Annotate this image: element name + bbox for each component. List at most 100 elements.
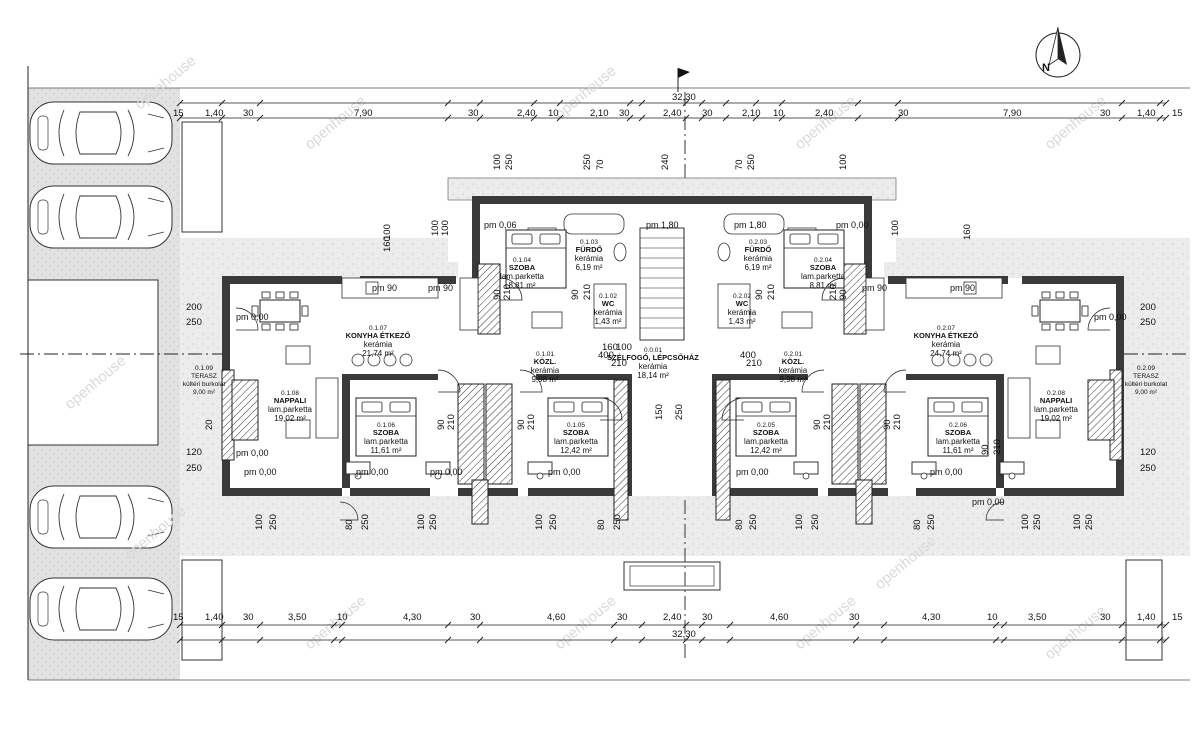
room-material: kerámia: [364, 340, 393, 349]
room-name: FÜRDŐ: [576, 245, 603, 254]
door-swing: [235, 307, 259, 331]
dimension-label: 210: [446, 414, 457, 430]
dimension-label: 3,50: [288, 612, 307, 623]
dimension-label: 2,10: [590, 108, 609, 119]
room-name: SZÉLFOGÓ, LÉPCSŐHÁZ: [607, 353, 699, 362]
room-material: kerámia: [728, 308, 757, 317]
dimension-tick: [1162, 114, 1170, 122]
terrace-id: 0.2.09: [1137, 365, 1155, 372]
dimension-tick: [638, 621, 646, 629]
dimension-label: 210: [502, 284, 513, 300]
dimension-label: 100: [616, 342, 632, 353]
room-area: 1,43 m²: [728, 317, 755, 326]
door-swing: [499, 277, 523, 301]
room-id: 0.2.01: [784, 351, 802, 358]
dimension-label: 250: [1084, 514, 1095, 530]
dimension-label: 1,40: [1137, 612, 1156, 623]
room-id: 0.1.07: [369, 325, 387, 332]
dimension-tick: [1118, 114, 1126, 122]
room-area: 11,61 m²: [371, 446, 402, 455]
svg-text:N: N: [1042, 62, 1050, 74]
level-marker: pm 0,00: [236, 448, 269, 458]
dimension-tick: [218, 636, 226, 644]
room-material: kerámia: [531, 366, 560, 375]
watermark-text: openhouse: [302, 592, 370, 653]
dimension-label: 15: [173, 612, 184, 623]
level-marker: pm 0,00: [548, 467, 581, 477]
dimension-label: 250: [748, 514, 759, 530]
watermark-text: openhouse: [1042, 92, 1110, 153]
dimension-label: 30: [468, 108, 479, 119]
dimension-label: 250: [674, 404, 685, 420]
dimension-tick: [610, 636, 618, 644]
dimension-tick: [176, 99, 184, 107]
dimension-tick: [1000, 621, 1008, 629]
dimension-label: 10: [548, 108, 559, 119]
dimension-label: 250: [268, 514, 279, 530]
dimension-label: 90: [882, 419, 893, 430]
dimension-tick: [698, 99, 706, 107]
dimension-tick: [726, 621, 734, 629]
room-material: lam.parketta: [500, 272, 545, 281]
terrace-area: 9,00 m²: [193, 389, 216, 396]
car-icon: [29, 185, 173, 249]
side-dimension: 250: [186, 317, 202, 328]
watermark-text: openhouse: [792, 92, 860, 153]
dimension-label: 160: [962, 224, 973, 240]
stool-icon: [979, 353, 993, 367]
room-id: 0.2.06: [949, 422, 967, 429]
dimension-tick: [682, 636, 690, 644]
room-material: lam.parketta: [364, 437, 409, 446]
dimension-tick: [722, 99, 730, 107]
dimension-tick: [854, 114, 862, 122]
dimension-label: 90: [436, 419, 447, 430]
dimension-tick: [176, 636, 184, 644]
room-material: kerámia: [575, 254, 604, 263]
dimension-tick: [682, 621, 690, 629]
dimension-label: 250: [548, 514, 559, 530]
dimension-label: 4,60: [547, 612, 566, 623]
side-dimension: 120: [186, 447, 202, 458]
dimension-label: 2,40: [663, 612, 682, 623]
room-material: lam.parketta: [268, 405, 313, 414]
level-marker: pm 0,00: [244, 467, 277, 477]
dimension-tick: [1156, 99, 1164, 107]
room-name: SZOBA: [373, 428, 400, 437]
dimension-tick: [626, 114, 634, 122]
room-area: 6,19 m²: [575, 263, 602, 272]
dimension-label: 400: [740, 350, 756, 361]
dimension-label: 30: [1100, 108, 1111, 119]
dimension-tick: [444, 99, 452, 107]
room-id: 0.0.01: [644, 347, 662, 354]
room-id: 0.1.04: [513, 257, 531, 264]
dimension-label: 70: [734, 159, 745, 170]
dimension-tick: [638, 99, 646, 107]
stool-icon: [351, 353, 365, 367]
level-marker: pm 0,00: [1094, 312, 1127, 322]
room-name: SZOBA: [563, 428, 590, 437]
dimension-tick: [610, 621, 618, 629]
dimension-tick: [698, 636, 706, 644]
dimension-tick: [992, 621, 1000, 629]
dimension-tick: [682, 114, 690, 122]
level-marker: pm 0,00: [972, 497, 1005, 507]
room-area: 24,74 m²: [930, 349, 962, 358]
dimension-tick: [256, 636, 264, 644]
terrace-name: TERASZ: [191, 373, 217, 380]
dimension-label: 4,30: [403, 612, 422, 623]
dimension-tick: [1118, 621, 1126, 629]
level-marker: pm 0,00: [430, 467, 463, 477]
side-dimension: 200: [1140, 302, 1156, 313]
stool-icon: [399, 353, 413, 367]
dimension-label: 90: [570, 289, 581, 300]
room-material: kerámia: [594, 308, 623, 317]
room-id: 0.2.08: [1047, 390, 1065, 397]
dimension-label: 160: [382, 236, 393, 252]
door-swing: [801, 369, 825, 393]
